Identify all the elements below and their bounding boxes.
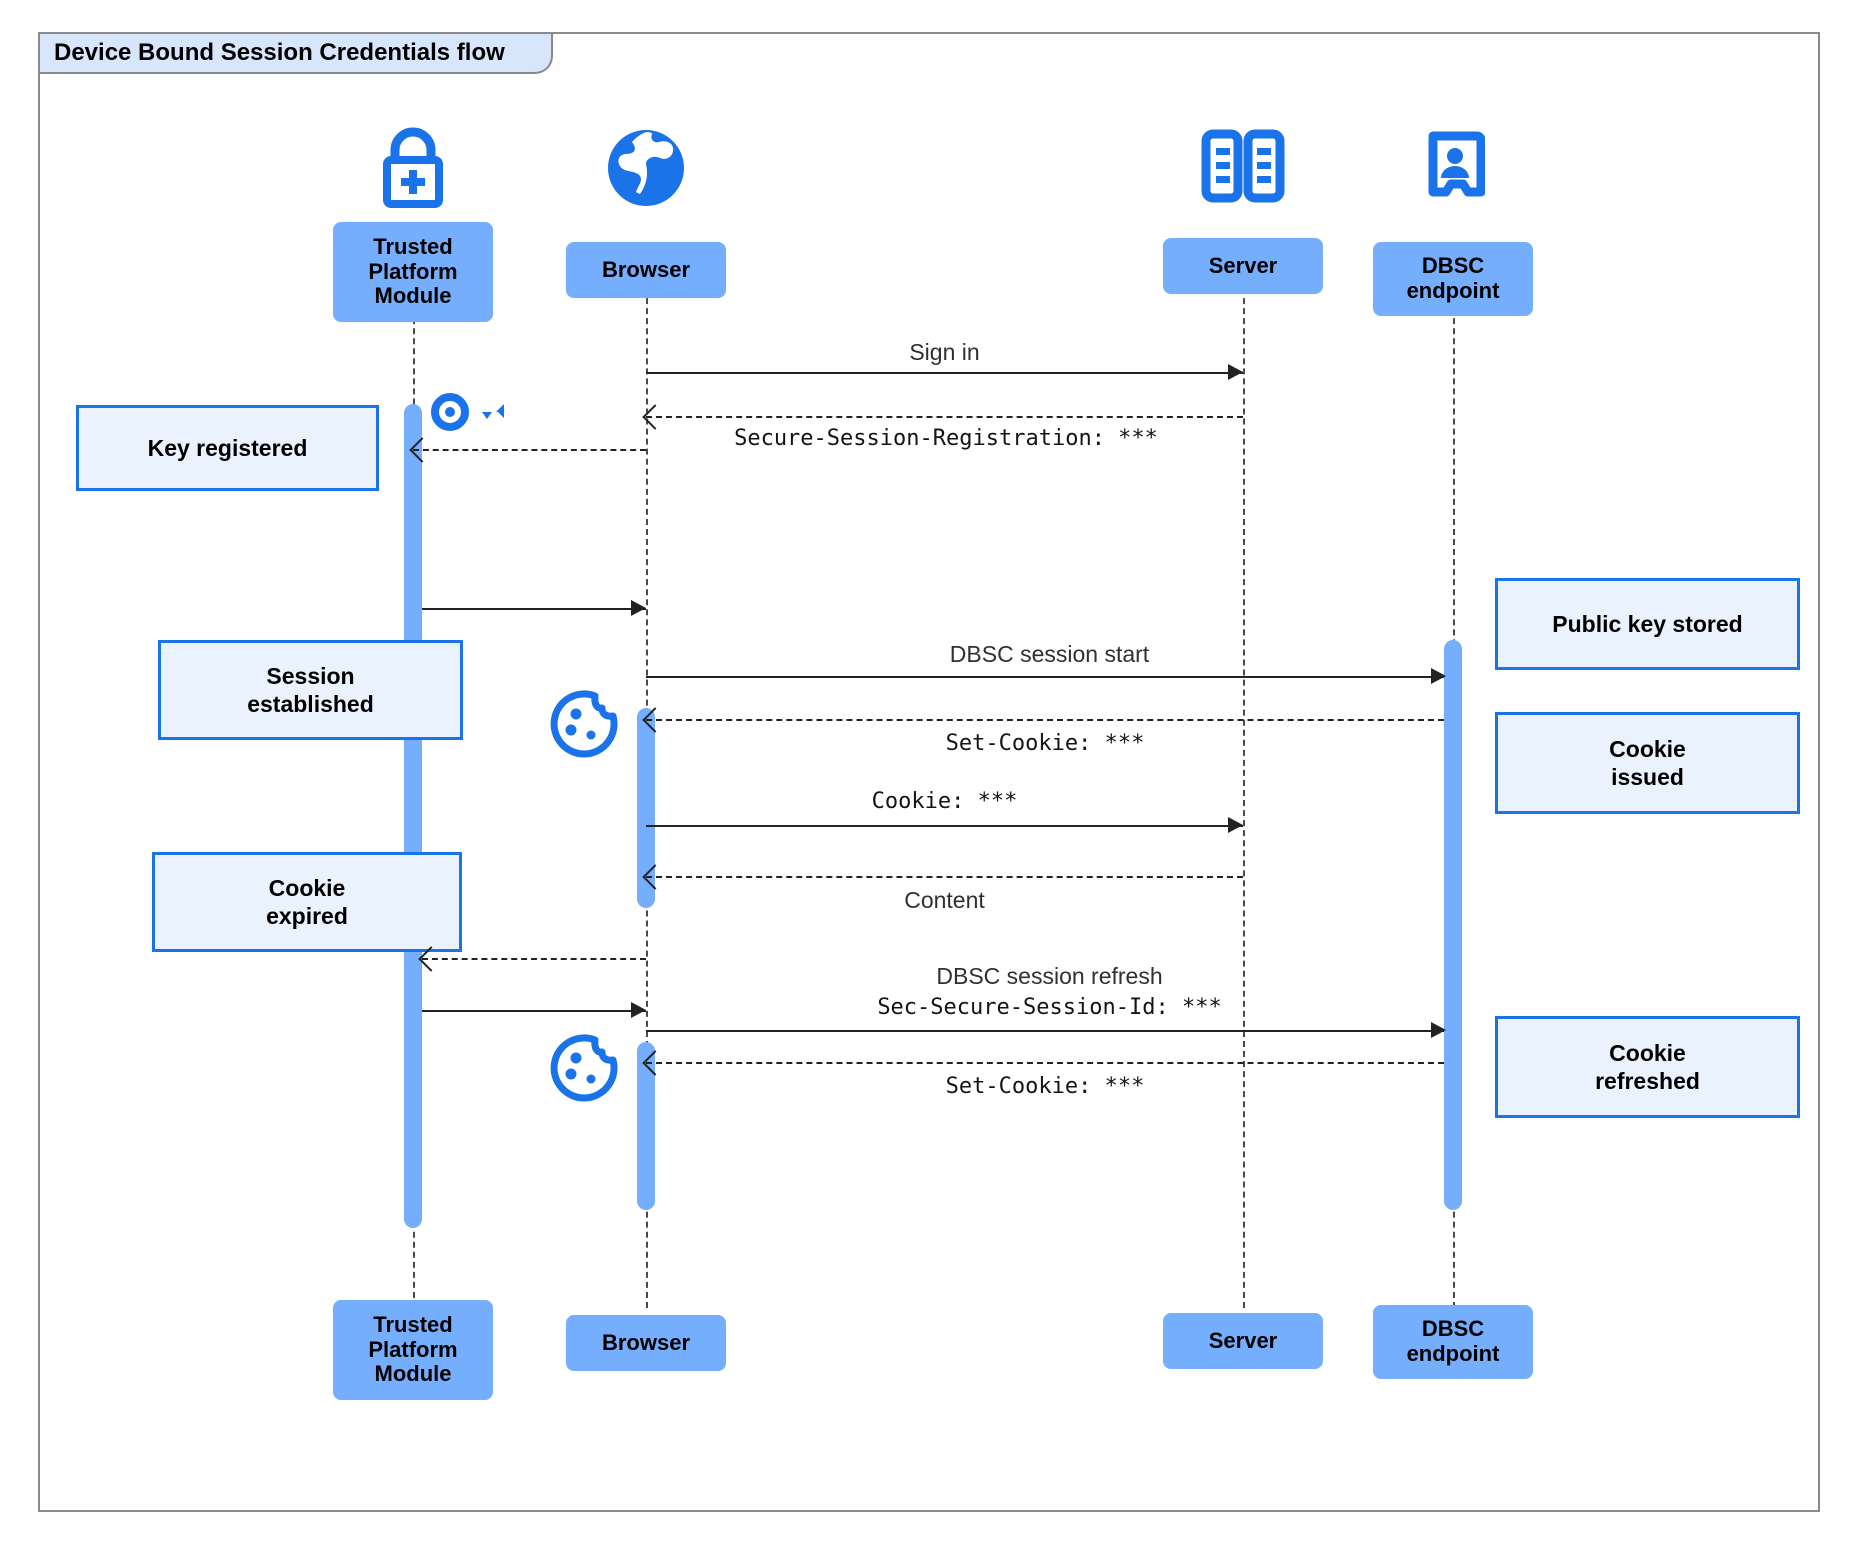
note-text-line: expired: [266, 903, 348, 929]
arrowhead-dbsc-session-start: [1431, 668, 1446, 684]
note-text: Key registered: [147, 434, 308, 461]
id-badge-icon: [1425, 128, 1486, 211]
participant-label: Browser: [601, 256, 691, 282]
participant-label: Server: [1208, 252, 1278, 278]
note-text-line: established: [247, 691, 374, 717]
note-text: Public key stored: [1552, 610, 1743, 637]
participant-label-line: Platform: [368, 1336, 458, 1362]
participant-tpm-bottom[interactable]: Trusted Platform Module: [333, 1300, 493, 1400]
message-line-dbsc-session-refresh: [646, 1030, 1444, 1032]
message-label-secure-session-registration: Secure-Session-Registration: ***: [734, 426, 1158, 451]
note-text-line: Cookie: [268, 874, 346, 901]
message-label-set-cookie-1: Set-Cookie: ***: [945, 731, 1145, 756]
message-line-content: [646, 876, 1243, 878]
server-rack-icon: [1200, 128, 1286, 211]
participant-label-line: Trusted: [373, 1312, 453, 1338]
cookie-icon: [549, 688, 621, 765]
arrowhead-cookie: [1228, 817, 1243, 833]
participant-label-line: DBSC: [1421, 1316, 1485, 1342]
activation-tpm: [404, 404, 422, 1228]
message-line-sign-in: [646, 372, 1243, 374]
message-line-register-key-to-tpm: [413, 449, 646, 451]
message-line-set-cookie-1: [646, 719, 1444, 721]
message-label-dbsc-session-refresh: DBSC session refresh: [936, 963, 1163, 989]
message-label-sign-in: Sign in: [909, 339, 980, 365]
participant-label-line: Trusted: [373, 234, 453, 260]
note-key-registered: Key registered: [76, 405, 379, 491]
participant-label-line: Module: [374, 1361, 452, 1387]
participant-dbsc-top[interactable]: DBSC endpoint: [1373, 242, 1533, 316]
participant-browser-top[interactable]: Browser: [566, 242, 726, 298]
participant-label-line: endpoint: [1406, 278, 1500, 303]
participant-label-line: DBSC: [1421, 253, 1485, 279]
message-line-tpm-to-browser-key: [422, 608, 646, 610]
activation-browser-2: [637, 1042, 655, 1210]
participant-tpm-top[interactable]: Trusted Platform Module: [333, 222, 493, 322]
arrowhead-tpm-to-browser-key: [631, 600, 646, 616]
message-line-tpm-to-browser-refresh: [422, 1010, 646, 1012]
message-label-cookie: Cookie: ***: [871, 789, 1018, 814]
participant-label: Browser: [601, 1329, 691, 1355]
message-line-secure-session-registration: [646, 416, 1243, 418]
note-text-line: issued: [1611, 764, 1684, 790]
participant-label-line: Platform: [368, 258, 458, 284]
message-line-cookie: [646, 825, 1243, 827]
message-line-set-cookie-2: [646, 1062, 1444, 1064]
note-text-line: refreshed: [1595, 1068, 1700, 1094]
message-label-dbsc-session-start: DBSC session start: [949, 641, 1150, 667]
participant-label: Server: [1208, 1327, 1278, 1353]
message-line-dbsc-session-start: [646, 676, 1444, 678]
arrowhead-tpm-to-browser-refresh: [631, 1002, 646, 1018]
message-label-sec-secure-session-id: Sec-Secure-Session-Id: ***: [877, 995, 1222, 1020]
key-icon: [430, 388, 506, 441]
activation-dbsc-start: [1444, 640, 1462, 1210]
cookie-icon: [549, 1032, 621, 1109]
note-session-established: Session established: [158, 640, 463, 740]
note-cookie-expired: Cookie expired: [152, 852, 462, 952]
note-text-line: Cookie: [1609, 1039, 1686, 1066]
message-line-browser-to-tpm-refresh: [422, 958, 646, 960]
participant-server-bottom[interactable]: Server: [1163, 1313, 1323, 1369]
arrowhead-sign-in: [1228, 364, 1243, 380]
lock-plus-icon: [368, 126, 458, 213]
arrowhead-dbsc-session-refresh: [1431, 1022, 1446, 1038]
message-label-set-cookie-2: Set-Cookie: ***: [945, 1074, 1145, 1099]
note-text-line: Session: [266, 662, 355, 689]
diagram-title: Device Bound Session Credentials flow: [40, 34, 553, 74]
note-public-key-stored: Public key stored: [1495, 578, 1800, 670]
participant-server-top[interactable]: Server: [1163, 238, 1323, 294]
participant-label-line: Module: [374, 283, 452, 309]
note-cookie-issued: Cookie issued: [1495, 712, 1800, 814]
message-label-content: Content: [904, 887, 985, 913]
participant-dbsc-bottom[interactable]: DBSC endpoint: [1373, 1305, 1533, 1379]
note-cookie-refreshed: Cookie refreshed: [1495, 1016, 1800, 1118]
globe-icon: [604, 126, 688, 215]
note-text-line: Cookie: [1609, 735, 1686, 762]
participant-browser-bottom[interactable]: Browser: [566, 1315, 726, 1371]
lifeline-server: [1243, 278, 1245, 1308]
participant-label-line: endpoint: [1406, 1341, 1500, 1366]
activation-browser-1: [637, 708, 655, 908]
